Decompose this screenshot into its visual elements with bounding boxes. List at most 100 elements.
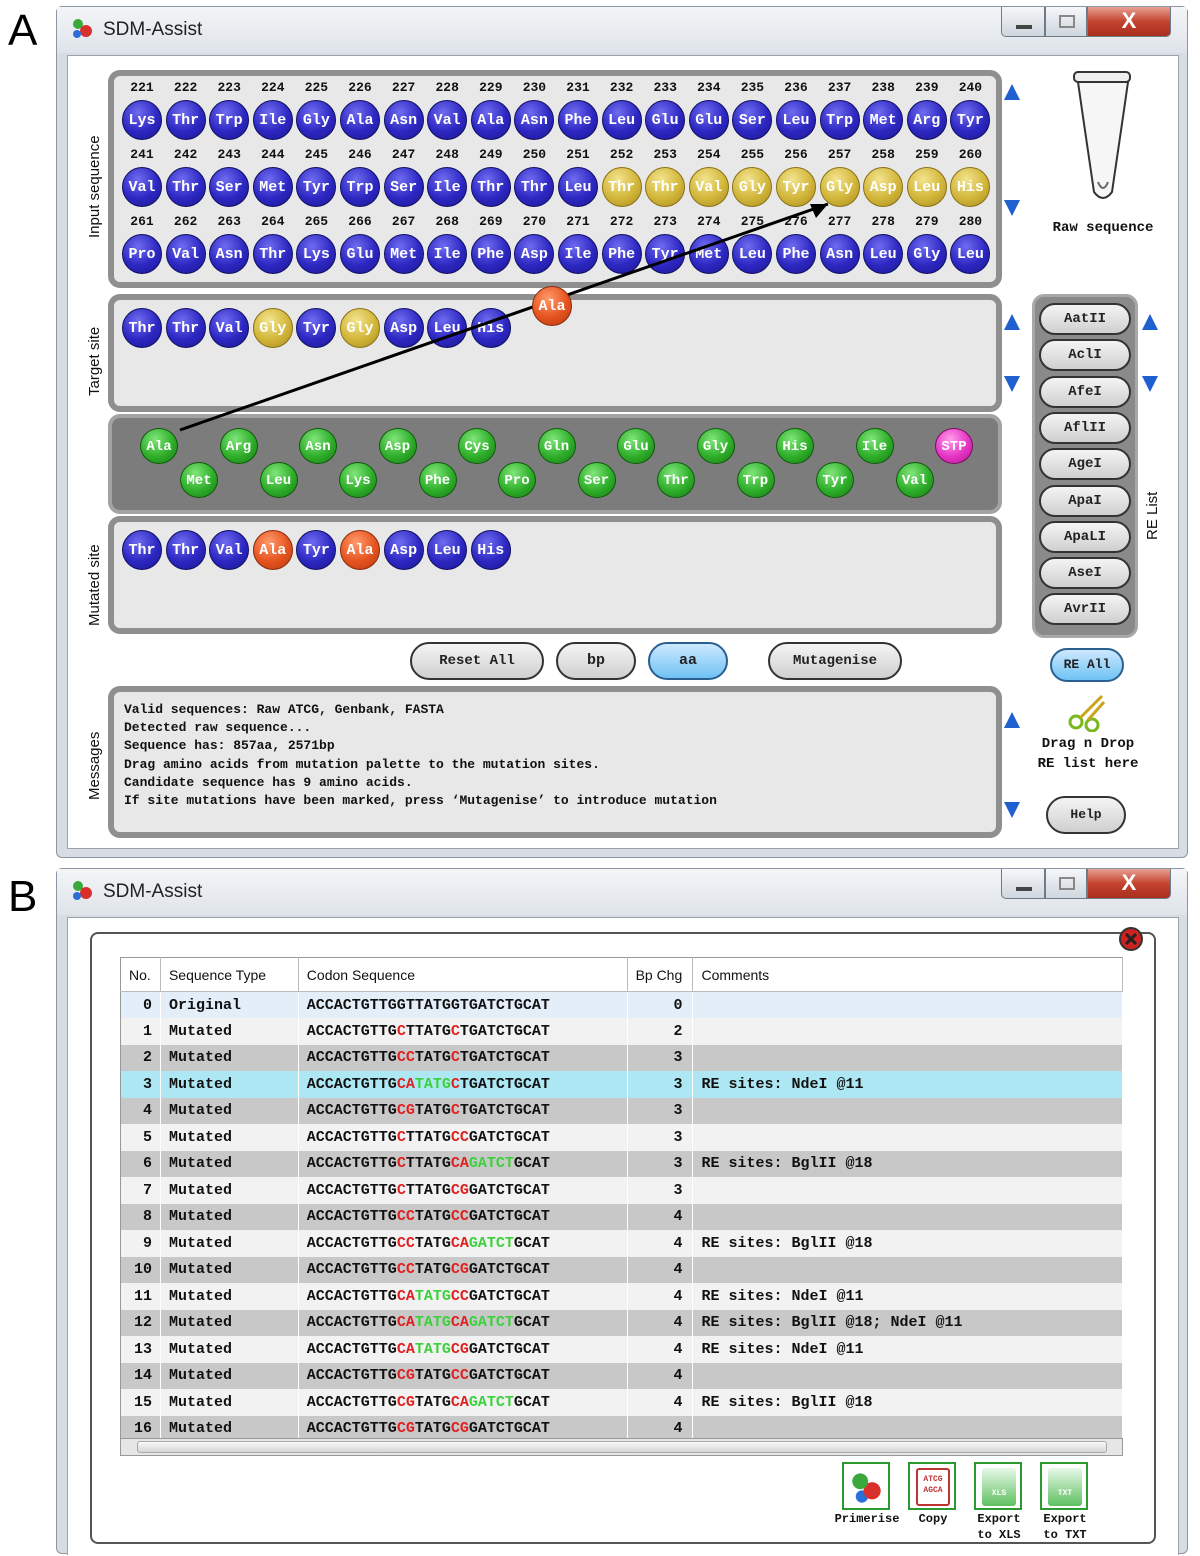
palette-aa-bead[interactable]: Met [180,462,218,498]
amino-acid-bead[interactable]: Glu [645,100,686,140]
export-txt-button[interactable]: TXT [1040,1462,1088,1510]
amino-acid-bead[interactable]: Leu [732,234,773,274]
amino-acid-bead[interactable]: Glu [340,234,380,274]
scrollbar-thumb[interactable] [137,1441,1107,1453]
amino-acid-bead[interactable]: Ile [252,100,293,140]
target-aa-bead[interactable]: Tyr [296,308,337,348]
amino-acid-bead[interactable]: Thr [165,100,206,140]
target-aa-bead[interactable]: Val [209,308,250,348]
amino-acid-bead[interactable]: Trp [819,100,860,140]
re-enzyme-button[interactable]: AflII [1039,411,1131,444]
amino-acid-bead[interactable]: Leu [950,234,991,274]
amino-acid-bead[interactable]: Tyr [776,167,816,207]
palette-aa-bead[interactable]: Asp [378,428,417,464]
palette-aa-bead[interactable]: Thr [657,462,695,498]
input-scroll-up-icon[interactable] [1004,84,1020,100]
palette-aa-bead[interactable]: Ile [855,428,894,464]
dragging-aa[interactable]: Ala [532,286,572,326]
amino-acid-bead[interactable]: Ile [427,234,468,274]
palette-aa-bead[interactable]: Ser [577,462,616,498]
re-scroll-down-icon[interactable] [1142,376,1158,392]
amino-acid-bead[interactable]: Lys [296,234,337,274]
re-enzyme-button[interactable]: AseI [1039,557,1131,590]
amino-acid-bead[interactable]: Phe [470,234,511,274]
reset-all-button[interactable]: Reset All [410,642,544,680]
amino-acid-bead[interactable]: Trp [340,167,380,207]
amino-acid-bead[interactable]: Phe [558,100,598,140]
amino-acid-bead[interactable]: Asn [209,234,250,274]
maximize-button-b[interactable] [1045,869,1087,899]
mutagenise-button[interactable]: Mutagenise [768,642,902,680]
amino-acid-bead[interactable]: Val [688,167,729,207]
mutated-aa-bead[interactable]: Ala [252,530,293,570]
amino-acid-bead[interactable]: Thr [601,167,642,207]
close-button-b[interactable]: X [1087,869,1171,899]
target-aa-bead[interactable]: Gly [340,308,380,348]
column-header-sequence[interactable]: Codon Sequence [298,957,628,992]
amino-acid-bead[interactable]: Leu [558,167,598,207]
amino-acid-bead[interactable]: His [950,167,991,207]
amino-acid-bead[interactable]: Val [165,234,206,274]
amino-acid-bead[interactable]: Ile [427,167,468,207]
amino-acid-bead[interactable]: Thr [252,234,293,274]
horizontal-scrollbar[interactable] [120,1438,1123,1456]
minimize-button[interactable] [1001,7,1045,37]
amino-acid-bead[interactable]: Ile [558,234,598,274]
amino-acid-bead[interactable]: Leu [776,100,816,140]
amino-acid-bead[interactable]: Lys [122,100,162,140]
mutated-aa-bead[interactable]: Thr [165,530,206,570]
amino-acid-bead[interactable]: Thr [514,167,555,207]
amino-acid-bead[interactable]: Val [122,167,162,207]
close-button[interactable]: X [1087,7,1171,37]
amino-acid-bead[interactable]: Ala [470,100,511,140]
amino-acid-bead[interactable]: Tyr [950,100,991,140]
column-header-no[interactable]: No. [120,957,161,992]
target-aa-bead[interactable]: His [470,308,511,348]
amino-acid-bead[interactable]: Ser [732,100,773,140]
palette-aa-bead[interactable]: Tyr [816,462,854,498]
palette-aa-bead[interactable]: His [776,428,814,464]
help-button[interactable]: Help [1046,796,1126,834]
mutated-aa-bead[interactable]: Ala [340,530,380,570]
export-xls-button[interactable]: XLS [974,1462,1022,1510]
column-header-bp[interactable]: Bp Chg [627,957,694,992]
amino-acid-bead[interactable]: Trp [209,100,250,140]
palette-aa-bead[interactable]: Gln [537,428,576,464]
palette-aa-bead[interactable]: Gly [696,428,735,464]
re-enzyme-button[interactable]: AatII [1039,303,1131,335]
amino-acid-bead[interactable]: Met [688,234,729,274]
amino-acid-bead[interactable]: Met [863,100,904,140]
amino-acid-bead[interactable]: Asp [863,167,904,207]
amino-acid-bead[interactable]: Asp [514,234,555,274]
messages-scroll-up-icon[interactable] [1004,712,1020,728]
amino-acid-bead[interactable]: Tyr [645,234,686,274]
amino-acid-bead[interactable]: Met [252,167,293,207]
target-aa-bead[interactable]: Thr [165,308,206,348]
amino-acid-bead[interactable]: Val [427,100,468,140]
column-header-type[interactable]: Sequence Type [160,957,299,992]
amino-acid-bead[interactable]: Asn [514,100,555,140]
target-aa-bead[interactable]: Thr [122,308,162,348]
palette-aa-bead[interactable]: Cys [458,428,496,464]
palette-aa-bead[interactable]: Val [895,462,934,498]
palette-aa-bead[interactable]: Ala [140,428,178,464]
amino-acid-bead[interactable]: Pro [122,234,162,274]
amino-acid-bead[interactable]: Asn [819,234,860,274]
amino-acid-bead[interactable]: Gly [732,167,773,207]
amino-acid-bead[interactable]: Gly [906,234,947,274]
mutated-aa-bead[interactable]: Val [209,530,250,570]
amino-acid-bead[interactable]: Leu [601,100,642,140]
